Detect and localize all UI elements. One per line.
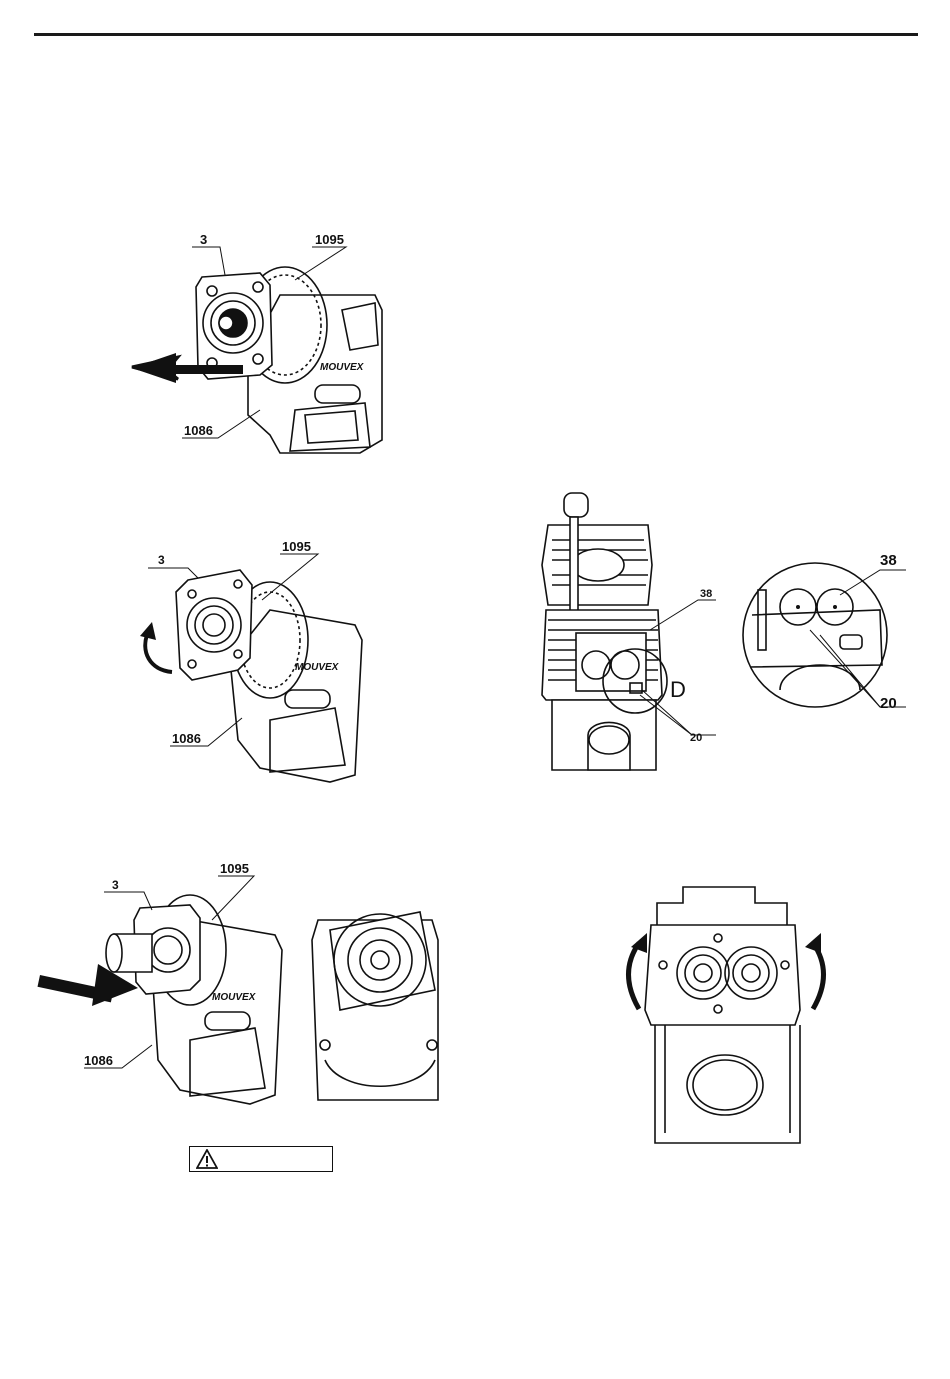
rotate-right-arrow-icon bbox=[813, 943, 824, 1009]
callout-20: 20 bbox=[690, 732, 702, 744]
figure-1-pump-removal: MOUVEX 3 1095 1086 bbox=[120, 225, 400, 465]
callout-38: 38 bbox=[700, 588, 712, 600]
figure-5-rotor-rotation bbox=[615, 885, 840, 1150]
callout-1095: 1095 bbox=[282, 539, 311, 554]
detail-callout-20: 20 bbox=[880, 695, 897, 712]
callout-3: 3 bbox=[112, 878, 119, 892]
callout-1086: 1086 bbox=[172, 731, 201, 746]
callout-3: 3 bbox=[200, 232, 207, 247]
svg-text:MOUVEX: MOUVEX bbox=[320, 362, 365, 373]
callout-1086: 1086 bbox=[184, 423, 213, 438]
figure-4-pump-upright: D 38 20 38 20 bbox=[530, 485, 920, 780]
detail-letter-d: D bbox=[670, 677, 686, 702]
warning-box bbox=[189, 1146, 333, 1172]
callout-1086: 1086 bbox=[84, 1053, 113, 1068]
svg-text:MOUVEX: MOUVEX bbox=[295, 662, 340, 673]
rotate-left-arrow-icon bbox=[629, 943, 640, 1009]
figure-2-pump-rotate: MOUVEX 3 1095 1086 bbox=[130, 540, 380, 790]
callout-3: 3 bbox=[158, 553, 165, 567]
svg-text:MOUVEX: MOUVEX bbox=[212, 992, 257, 1003]
detail-callout-38: 38 bbox=[880, 552, 897, 569]
header-rule bbox=[34, 33, 918, 36]
warning-triangle-icon bbox=[196, 1149, 218, 1169]
callout-1095: 1095 bbox=[220, 861, 249, 876]
figure-3-pump-insert: MOUVEX 3 1095 1086 bbox=[40, 860, 450, 1120]
callout-1095: 1095 bbox=[315, 232, 344, 247]
